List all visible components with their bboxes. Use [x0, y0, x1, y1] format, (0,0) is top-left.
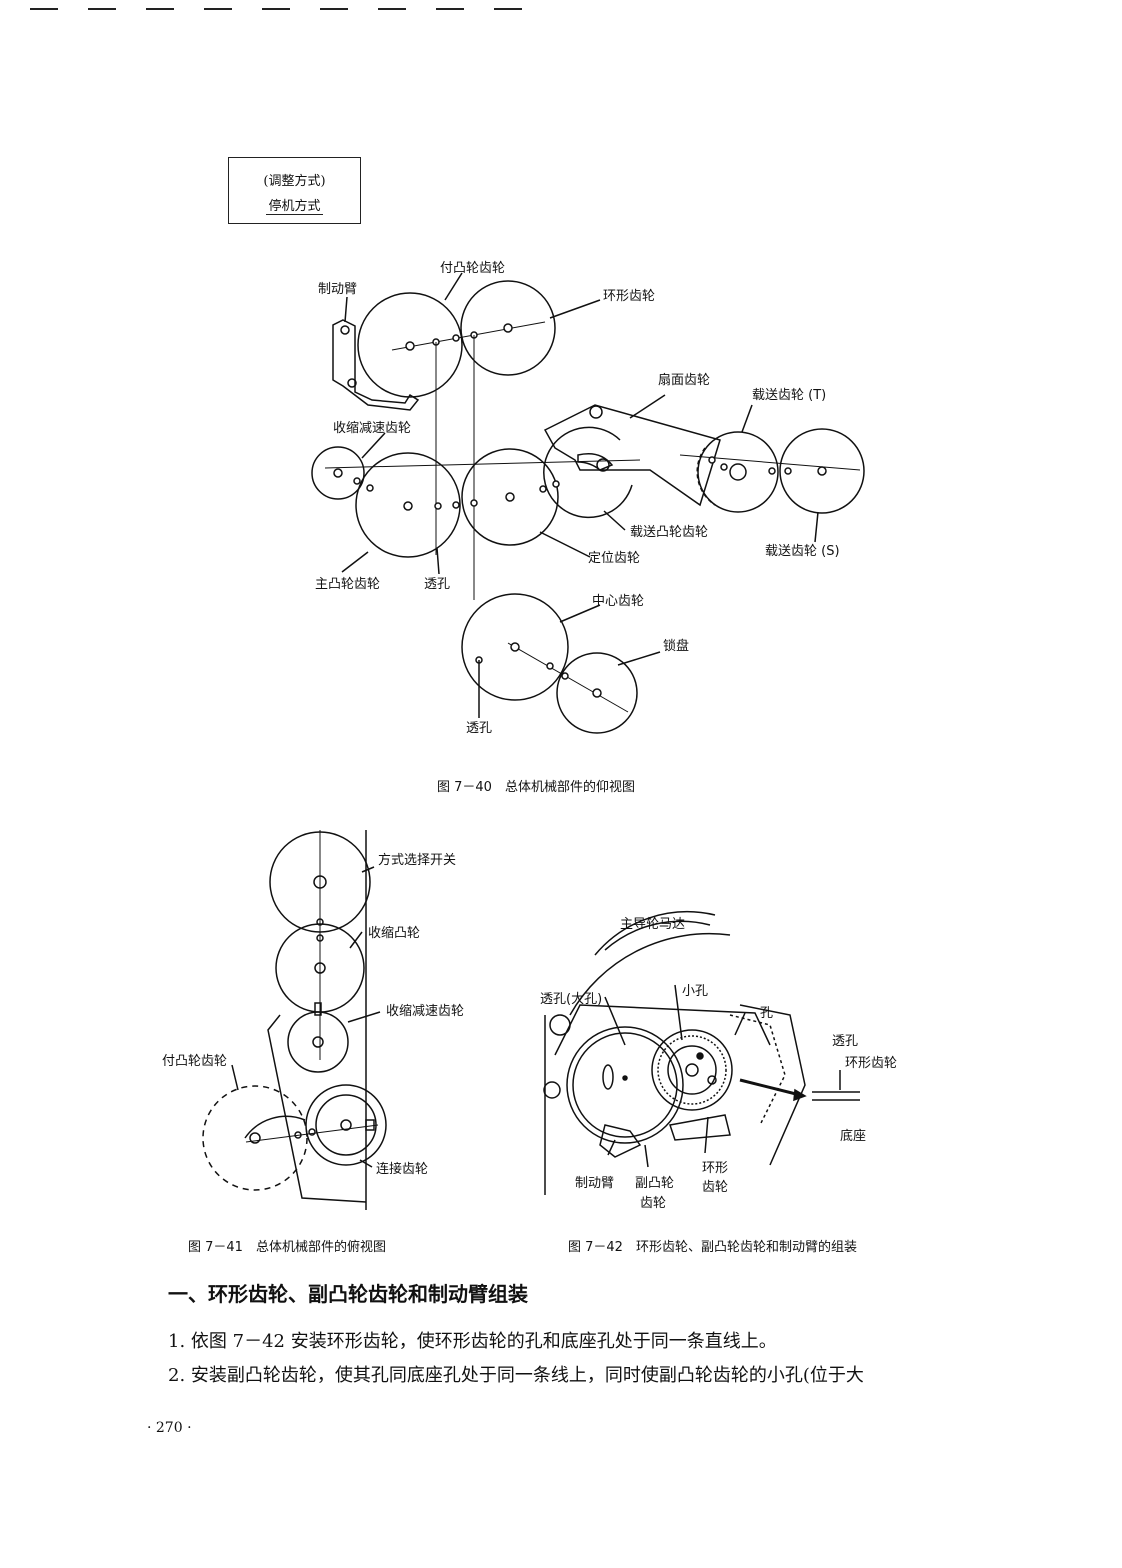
page-number: · 270 ·: [147, 1420, 192, 1436]
dash: [30, 8, 58, 10]
fig42-label-capstan-motor: 主导轮马达: [620, 917, 685, 932]
fig42-label-ring-gear-1: 环形: [702, 1161, 728, 1176]
dash: [262, 8, 290, 10]
fig42-label-sub-cam-gear-1: 副凸轮: [635, 1176, 674, 1191]
paragraph-1: 1. 依图 7－42 安装环形齿轮，使环形齿轮的孔和底座孔处于同一条直线上。: [168, 1331, 777, 1352]
dash: [204, 8, 232, 10]
fig40-label-carry-gear-s: 载送齿轮 (S): [765, 544, 840, 559]
dash: [436, 8, 464, 10]
mode-box-line2: 停机方式: [266, 199, 323, 215]
figure-7-42-caption: 图 7－42 环形齿轮、副凸轮齿轮和制动臂的组装: [568, 1240, 857, 1255]
dash: [494, 8, 522, 10]
fig40-label-carry-gear-t: 载送齿轮 (T): [752, 388, 826, 403]
fig40-label-sector-gear: 扇面齿轮: [658, 372, 710, 388]
fig40-label-positioning-gear: 定位齿轮: [588, 551, 640, 566]
mode-box: (调整方式) 停机方式: [228, 157, 361, 224]
fig40-label-through-hole-2: 透孔: [466, 721, 492, 736]
fig40-label-sub-cam-gear: 付凸轮齿轮: [440, 261, 505, 276]
fig42-label-ring-gear-2: 齿轮: [702, 1180, 728, 1195]
dash: [320, 8, 348, 10]
fig42-label-through-hole-big: 透孔(大孔): [540, 992, 602, 1007]
fig40-label-carry-cam-gear: 载送凸轮齿轮: [630, 525, 708, 540]
fig42-label-through-hole: 透孔: [832, 1034, 858, 1049]
fig40-label-lock-disc: 锁盘: [663, 638, 689, 654]
fig41-label-connect-gear: 连接齿轮: [376, 1161, 428, 1177]
fig40-label-main-cam-gear: 主凸轮齿轮: [315, 577, 380, 592]
figure-7-41-caption: 图 7－41 总体机械部件的俯视图: [188, 1240, 386, 1255]
fig40-label-center-gear: 中心齿轮: [592, 594, 644, 609]
fig42-label-sub-cam-gear-2: 齿轮: [640, 1196, 666, 1211]
fig40-label-ring-gear: 环形齿轮: [603, 289, 655, 304]
paragraph-2: 2. 安装副凸轮齿轮，使其孔同底座孔处于同一条线上，同时使副凸轮齿轮的小孔(位于…: [168, 1365, 864, 1386]
figure-7-42-diagram: 主导轮马达 透孔(大孔) 小孔 孔 透孔 环形齿轮 底座 制动臂 副凸轮 齿轮 …: [540, 911, 897, 1211]
fig40-label-brake-arm: 制动臂: [318, 282, 357, 297]
fig41-label-shrink-reduce-gear: 收缩减速齿轮: [386, 1003, 464, 1019]
fig42-label-hole: 孔: [760, 1006, 773, 1021]
figure-7-40-diagram: 制动臂 付凸轮齿轮 环形齿轮 扇面齿轮 载送齿轮 (T) 收缩减速齿轮 载送凸轮…: [311, 261, 865, 736]
dash: [378, 8, 406, 10]
fig42-label-base: 底座: [840, 1128, 866, 1144]
fig42-label-brake-arm: 制动臂: [575, 1176, 614, 1191]
mode-box-line1: (调整方式): [263, 174, 326, 189]
figure-7-41-diagram: 方式选择开关 收缩凸轮 收缩减速齿轮 付凸轮齿轮 连接齿轮: [162, 830, 464, 1210]
dash: [146, 8, 174, 10]
fig42-label-ring-gear: 环形齿轮: [845, 1056, 897, 1071]
fig41-label-mode-switch: 方式选择开关: [378, 852, 456, 868]
fig41-label-shrink-cam: 收缩凸轮: [368, 925, 420, 941]
dash: [88, 8, 116, 10]
fig40-label-shrink-reduce-gear: 收缩减速齿轮: [333, 420, 411, 436]
fig40-label-through-hole: 透孔: [424, 577, 450, 592]
figure-7-40-caption: 图 7－40 总体机械部件的仰视图: [437, 780, 635, 795]
fig42-label-small-hole: 小孔: [682, 984, 708, 999]
fig41-label-sub-cam-gear: 付凸轮齿轮: [162, 1054, 227, 1069]
section-heading: 一、环形齿轮、副凸轮齿轮和制动臂组装: [168, 1282, 528, 1306]
